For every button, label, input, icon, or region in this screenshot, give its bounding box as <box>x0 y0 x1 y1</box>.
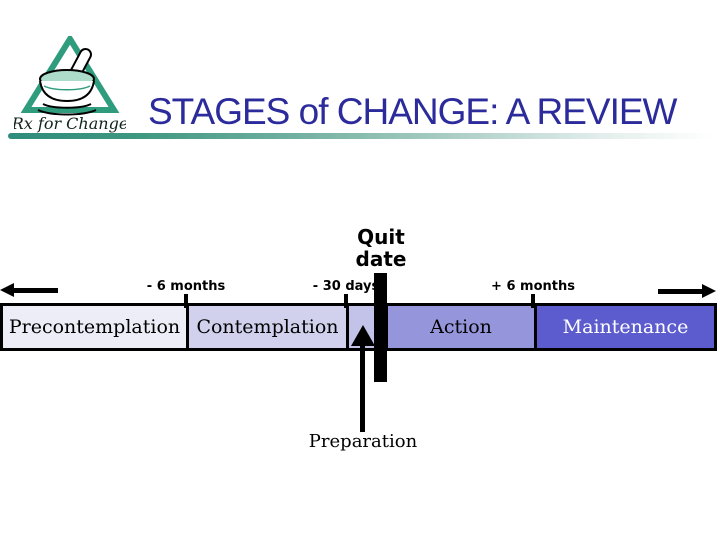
saucer-icon <box>37 103 97 116</box>
marker-plus-6-months: + 6 months <box>491 279 575 294</box>
tick-plus-6-months <box>531 294 535 308</box>
page-title: STAGES of CHANGE: A REVIEW <box>148 91 677 132</box>
right-arrowhead <box>702 284 716 298</box>
marker-minus-6-months: - 6 months <box>146 279 226 294</box>
quit-date-label: Quit date <box>328 226 434 270</box>
logo-text: Rx for Change <box>14 114 126 133</box>
left-arrowhead <box>0 283 14 297</box>
mortar-icon <box>39 69 95 103</box>
title-underline-rule <box>8 133 714 139</box>
quit-date-line1: Quit <box>357 225 405 249</box>
mortar-pestle-logo-icon: Rx for Change <box>11 33 128 133</box>
stage-label: Contemplation <box>196 316 339 338</box>
stage-contemplation: Contemplation <box>186 303 349 351</box>
preparation-label: Preparation <box>308 431 418 452</box>
rx-for-change-logo: Rx for Change <box>11 33 128 136</box>
preparation-arrow-shaft <box>360 344 365 432</box>
quit-date-line2: date <box>355 247 407 271</box>
left-arrow-shaft <box>12 288 58 293</box>
stage-action: Action <box>385 303 537 351</box>
timeline-left-arrow-icon <box>0 283 58 297</box>
stage-maintenance: Maintenance <box>534 303 717 351</box>
preparation-up-arrow-icon <box>351 325 375 346</box>
timeline-right-arrow-icon <box>658 284 716 298</box>
stage-label: Precontemplation <box>8 316 181 338</box>
tick-minus-30-days <box>344 294 348 308</box>
marker-minus-30-days: - 30 days <box>312 279 380 294</box>
stage-label: Action <box>430 316 492 338</box>
quit-date-bar <box>374 273 387 382</box>
stage-label: Maintenance <box>562 316 689 338</box>
stage-precontemplation: Precontemplation <box>0 303 189 351</box>
right-arrow-shaft <box>658 289 704 294</box>
tick-minus-6-months <box>184 294 188 308</box>
